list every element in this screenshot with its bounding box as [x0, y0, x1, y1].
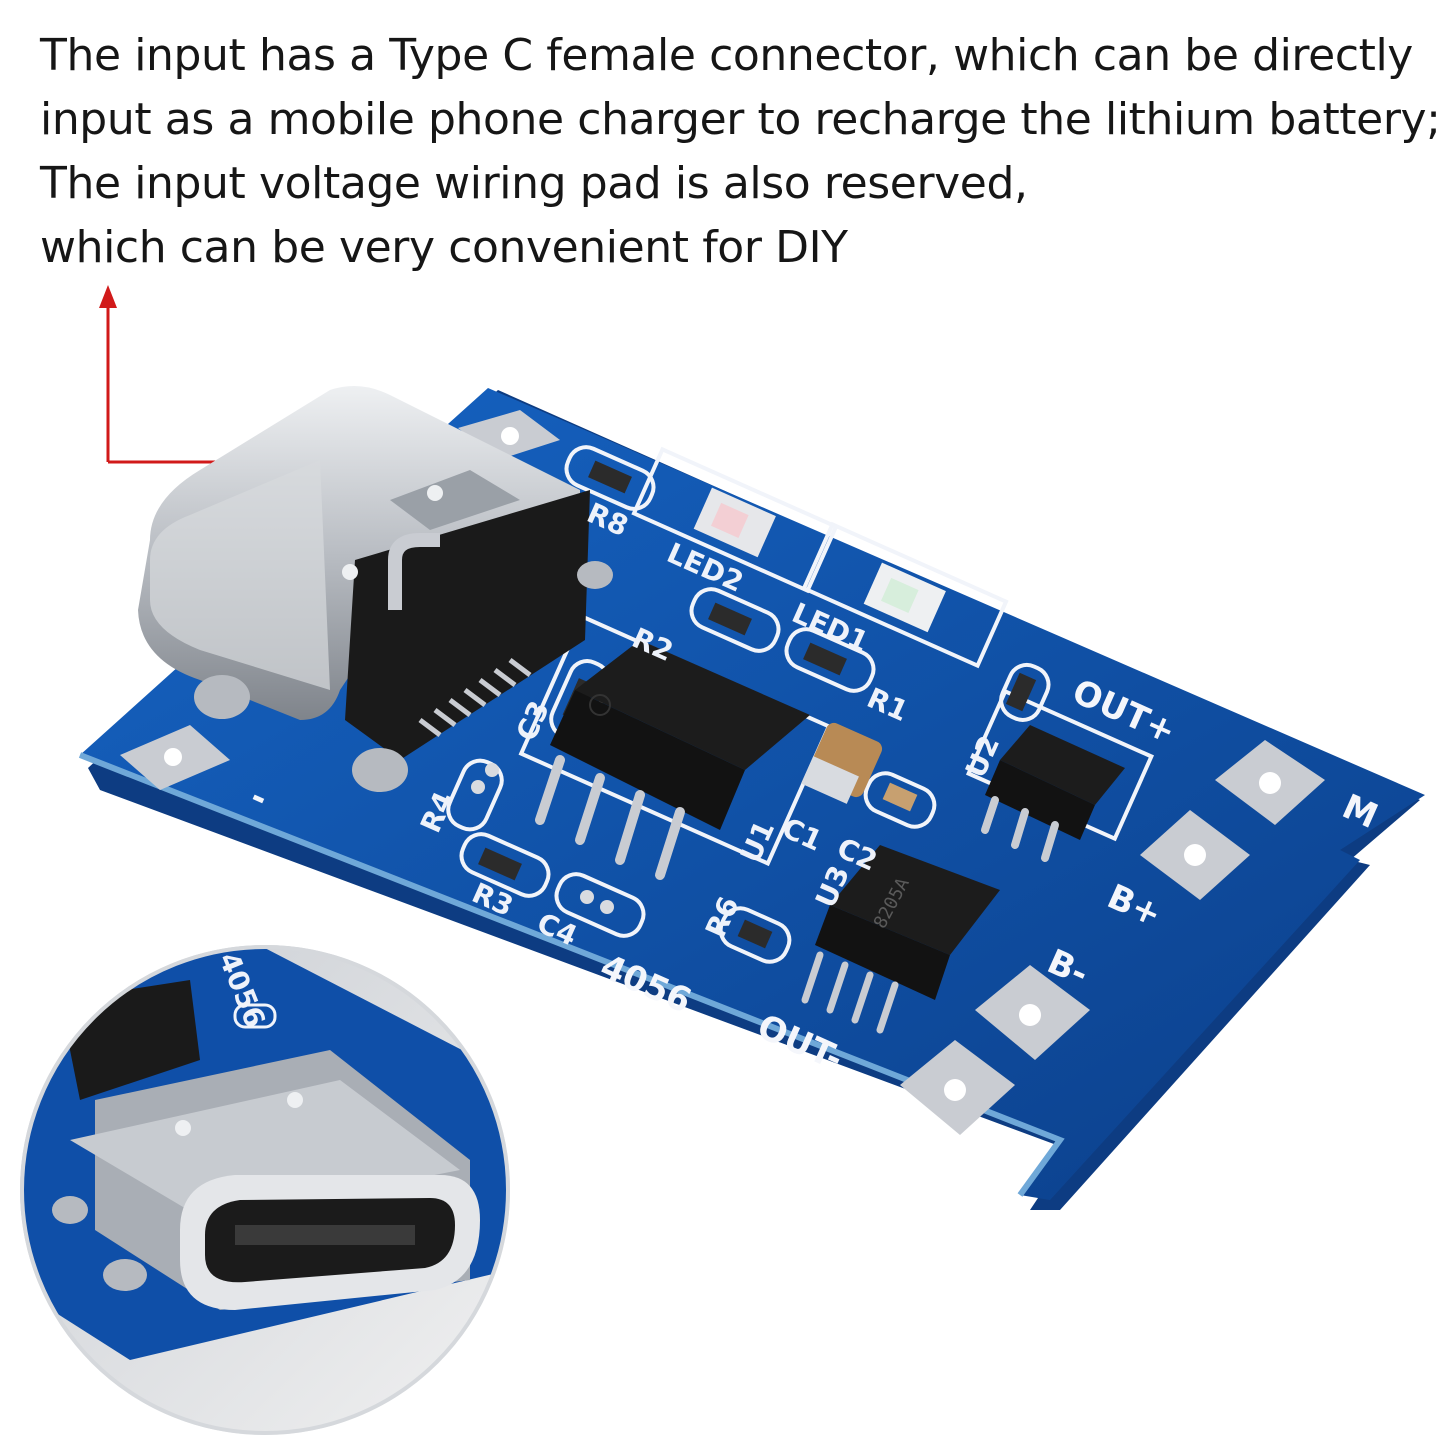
- mosfet-chip-u3: 8205A: [801, 845, 1000, 1034]
- pad-left: [120, 725, 230, 790]
- charger-chip-u1: [535, 640, 810, 880]
- pointer-arrow: [99, 285, 230, 464]
- caption-line-2: input as a mobile phone charger to recha…: [40, 94, 1441, 145]
- protection-ic-u2: [981, 725, 1125, 862]
- led-1: [863, 562, 946, 633]
- pad-b-minus: [975, 965, 1090, 1060]
- led-2: [693, 487, 776, 558]
- inset-closeup: 4056: [20, 945, 510, 1435]
- usb-type-c-connector: [138, 386, 613, 792]
- pad-out-minus: [900, 1040, 1015, 1135]
- pad-m: [1215, 740, 1325, 825]
- caption-line-1: The input has a Type C female connector,…: [40, 30, 1413, 81]
- caption-line-3: The input voltage wiring pad is also res…: [40, 158, 1028, 209]
- caption-line-4: which can be very convenient for DIY: [40, 222, 848, 273]
- pad-b-plus: [1140, 810, 1250, 900]
- caption: The input has a Type C female connector,…: [40, 24, 1441, 280]
